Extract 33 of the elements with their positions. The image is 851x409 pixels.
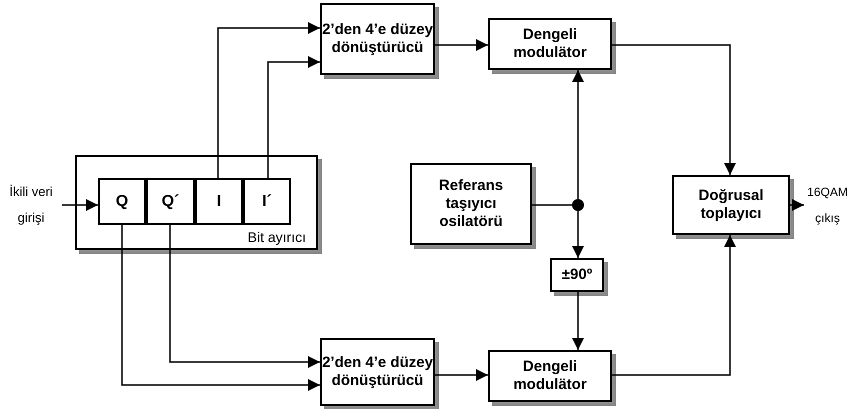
block-label: ±90º [562, 266, 592, 284]
bit-cell [195, 178, 243, 225]
arrow [169, 225, 320, 368]
block-label: Doğrusal toplayıcı [697, 187, 764, 223]
arrow [612, 44, 736, 175]
bit-cell [146, 178, 195, 225]
signal-label: 16QAM çıkış [806, 184, 849, 227]
block-label: Referans taşıyıcı osilatörü [438, 177, 504, 231]
block-label: Dengeli modulätor [512, 358, 588, 394]
bit-label: Q [116, 192, 128, 212]
arrow [267, 56, 320, 178]
junction-dot [572, 199, 584, 211]
bit-cell [98, 178, 146, 225]
block-label: 2’den 4’e düzey dönüştürücü [322, 354, 433, 390]
arrow [435, 39, 488, 51]
bit-label: Q´ [162, 192, 180, 212]
arrow [572, 292, 584, 350]
arrow [572, 211, 584, 258]
connector-line [532, 204, 572, 206]
bit-label: I [216, 192, 222, 212]
block-label: 2’den 4’e düzey dönüştürücü [322, 21, 433, 57]
arrow [62, 199, 98, 211]
arrow [790, 199, 804, 211]
arrow [435, 369, 488, 381]
arrow [217, 22, 320, 178]
arrow [612, 235, 736, 376]
bit-cell [243, 178, 291, 225]
arrow [121, 225, 320, 391]
signal-label: İkili veri girişi [8, 183, 54, 227]
bit-label: I´ [262, 192, 272, 212]
block-caption: Bit ayırıcı [248, 229, 306, 246]
block-label: Dengeli modulätor [512, 26, 588, 62]
arrow [572, 70, 584, 199]
